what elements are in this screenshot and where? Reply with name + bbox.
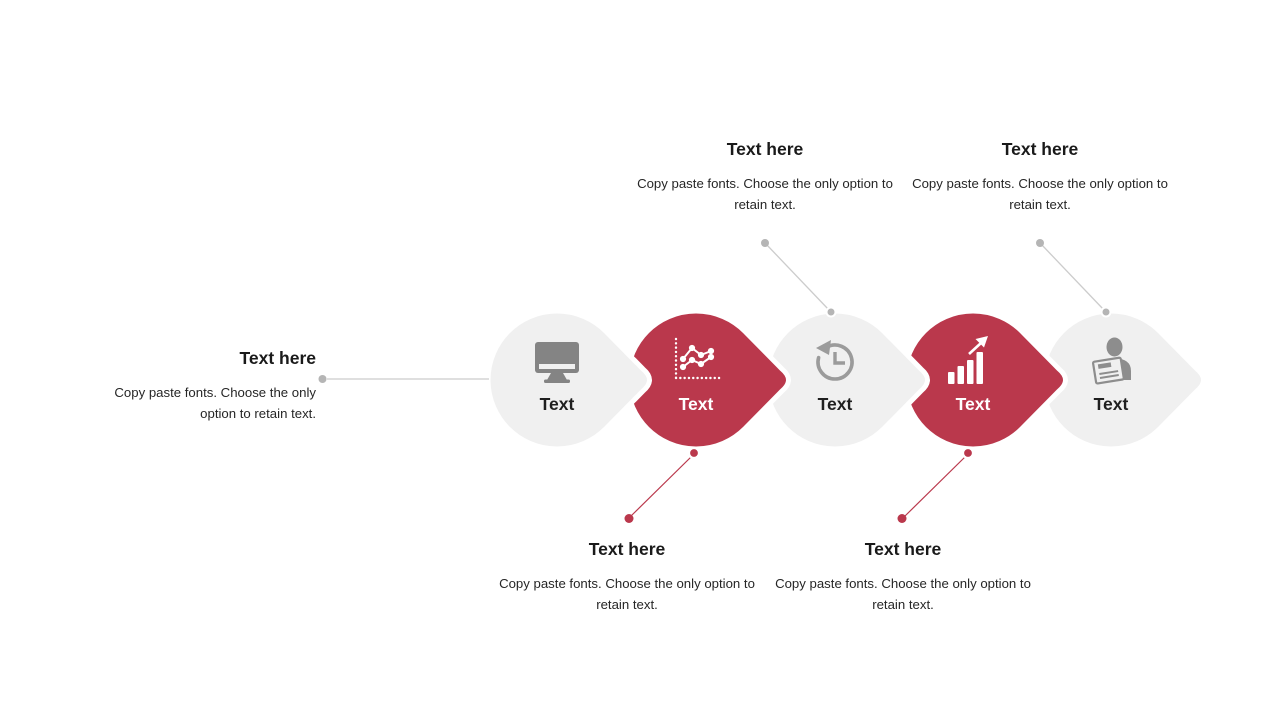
step-1-label: Text: [539, 394, 575, 414]
connector-bottom-center: [904, 455, 967, 517]
connector-top-center-dot: [761, 239, 769, 247]
callout-title: Text here: [588, 539, 666, 559]
step-2-anchor-dot: [687, 446, 701, 460]
step-3-anchor-dot: [825, 306, 837, 318]
connector-left-dot: [318, 375, 327, 383]
line-chart-icon: [674, 337, 722, 380]
step-4-anchor-dot: [961, 446, 975, 460]
callout-title: Text here: [239, 348, 316, 368]
callout-body: Copy paste fonts. Choose the only option…: [637, 176, 893, 212]
callout-bottom-center: Text here Copy paste fonts. Choose the o…: [769, 538, 1037, 615]
callout-body: Copy paste fonts. Choose the only option…: [775, 576, 1031, 612]
callout-left: Text here Copy paste fonts. Choose the o…: [98, 347, 316, 424]
connector-bottom-left: [630, 455, 693, 517]
connector-bottom-center-dot: [897, 514, 907, 523]
connector-top-right-dot: [1036, 239, 1044, 247]
callout-top-center: Text here Copy paste fonts. Choose the o…: [631, 138, 899, 215]
step-4-label: Text: [955, 394, 991, 414]
monitor-icon: [535, 342, 579, 383]
callout-body: Copy paste fonts. Choose the only option…: [499, 576, 755, 612]
callout-top-right: Text here Copy paste fonts. Choose the o…: [906, 138, 1174, 215]
history-clock-icon: [816, 340, 854, 381]
callout-title: Text here: [726, 139, 804, 159]
connector-top-center: [765, 243, 830, 311]
callout-body: Copy paste fonts. Choose the only option…: [114, 385, 316, 421]
bar-chart-growth-icon: [948, 336, 988, 384]
step-2-label: Text: [678, 394, 714, 414]
step-5-anchor-dot: [1100, 306, 1112, 318]
callout-title: Text here: [1001, 139, 1079, 159]
callout-bottom-left: Text here Copy paste fonts. Choose the o…: [493, 538, 761, 615]
person-news-icon: [1091, 337, 1131, 385]
connector-top-right: [1040, 243, 1105, 311]
step-3-label: Text: [817, 394, 853, 414]
callout-body: Copy paste fonts. Choose the only option…: [912, 176, 1168, 212]
step-5-label: Text: [1093, 394, 1129, 414]
connector-bottom-left-dot: [624, 514, 634, 523]
callout-title: Text here: [864, 539, 942, 559]
